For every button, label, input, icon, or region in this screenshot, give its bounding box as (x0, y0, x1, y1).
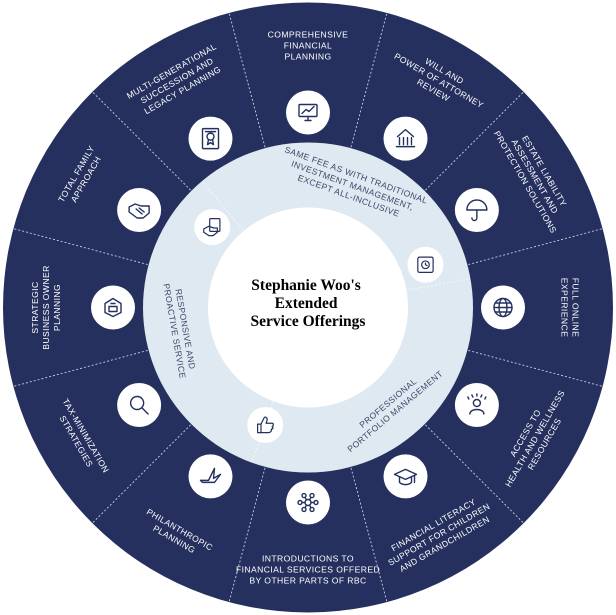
icon-badge (91, 285, 135, 330)
center-title: Stephanie Woo's Extended Service Offerin… (251, 277, 366, 330)
icon-badge (117, 188, 162, 232)
graduation-cap-icon-glyph (393, 468, 418, 486)
outer-segment-label-line: FINANCIAL SERVICES OFFERED (236, 565, 380, 575)
segment-divider (14, 350, 148, 387)
segment-divider (92, 92, 191, 191)
outer-segment: STRATEGICBUSINESS OWNERPLANNING (30, 265, 135, 350)
outer-segment-label: FULL ONLINEEXPERIENCE (560, 278, 581, 337)
outer-segment-label: STRATEGICBUSINESS OWNERPLANNING (30, 265, 62, 349)
icon-badge (117, 383, 162, 427)
icon-badge (247, 406, 284, 443)
handshake-icon (117, 188, 162, 232)
globe-icon (481, 285, 525, 330)
icon-badge (286, 90, 330, 135)
outer-ring-dividers (14, 13, 602, 602)
segment-divider (468, 350, 602, 387)
network-icon (286, 480, 330, 525)
bird-icon (188, 454, 233, 499)
magnifier-icon (117, 383, 162, 427)
gavel-icon-glyph (395, 128, 416, 148)
center-title-line: Stephanie Woo's (251, 277, 361, 294)
inner-ring-dividers (202, 181, 470, 462)
outer-segment-label-line: COMPREHENSIVE (268, 30, 349, 40)
segment-divider (468, 228, 602, 265)
thumbs-up-icon-glyph (257, 416, 274, 434)
inner-divider (407, 278, 470, 291)
building-network-icon-glyph (104, 297, 122, 318)
segment-divider (14, 228, 148, 265)
building-network-icon (91, 285, 135, 330)
thumbs-up-icon (247, 406, 284, 443)
certificate-icon-glyph (201, 127, 220, 150)
icon-badge (454, 383, 499, 427)
monitor-chart-icon (286, 90, 330, 135)
outer-segment-label-line: EXPERIENCE (560, 278, 570, 337)
outer-segment-label-line: FULL ONLINE (571, 278, 581, 337)
gavel-icon (383, 116, 428, 161)
outer-segment-label-line: INTRODUCTIONS TO (262, 554, 354, 564)
bird-icon-glyph (199, 467, 222, 484)
inner-divider (251, 402, 274, 462)
wellness-person-icon (454, 383, 499, 427)
segment-divider (425, 424, 524, 523)
segment-divider (228, 467, 266, 602)
monitor-chart-icon-glyph (298, 103, 318, 122)
outer-segment-label-line: PLANNING (52, 284, 62, 331)
umbrella-icon-glyph (466, 199, 488, 222)
outer-segment-label-line: STRATEGIC (30, 281, 40, 333)
segment-divider (350, 467, 388, 602)
icon-badge (188, 116, 233, 161)
globe-icon-glyph (493, 297, 513, 318)
network-icon-glyph (297, 492, 319, 513)
segment-divider (350, 13, 388, 148)
segment-divider (92, 424, 191, 523)
inner-divider (202, 181, 244, 231)
safe-icon (407, 246, 444, 283)
handshake-icon-glyph (128, 203, 150, 219)
outer-segment-label-line: FINANCIAL (284, 41, 333, 51)
icon-badge (383, 454, 428, 499)
icon-badge (286, 480, 330, 525)
graduation-cap-icon (383, 454, 428, 499)
segment-divider (228, 13, 266, 148)
wellness-person-icon-glyph (467, 393, 487, 415)
outer-segment-label-line: BUSINESS OWNER (41, 265, 51, 349)
magnifier-icon-glyph (129, 395, 149, 415)
center-circle (208, 207, 408, 408)
icon-badge (383, 116, 428, 161)
certificate-icon (188, 116, 233, 161)
outer-segment-label-line: PLANNING (284, 52, 331, 62)
safe-icon-glyph (417, 256, 434, 273)
umbrella-icon (454, 188, 499, 232)
handshake-document-icon (194, 209, 231, 246)
outer-segment-label-line: BY OTHER PARTS OF RBC (249, 576, 366, 586)
segment-divider (425, 92, 524, 191)
outer-segment: FULL ONLINEEXPERIENCE (481, 278, 581, 337)
center-title-line: Service Offerings (251, 313, 366, 330)
center-title-line: Extended (275, 295, 338, 312)
handshake-document-icon-glyph (203, 218, 221, 237)
